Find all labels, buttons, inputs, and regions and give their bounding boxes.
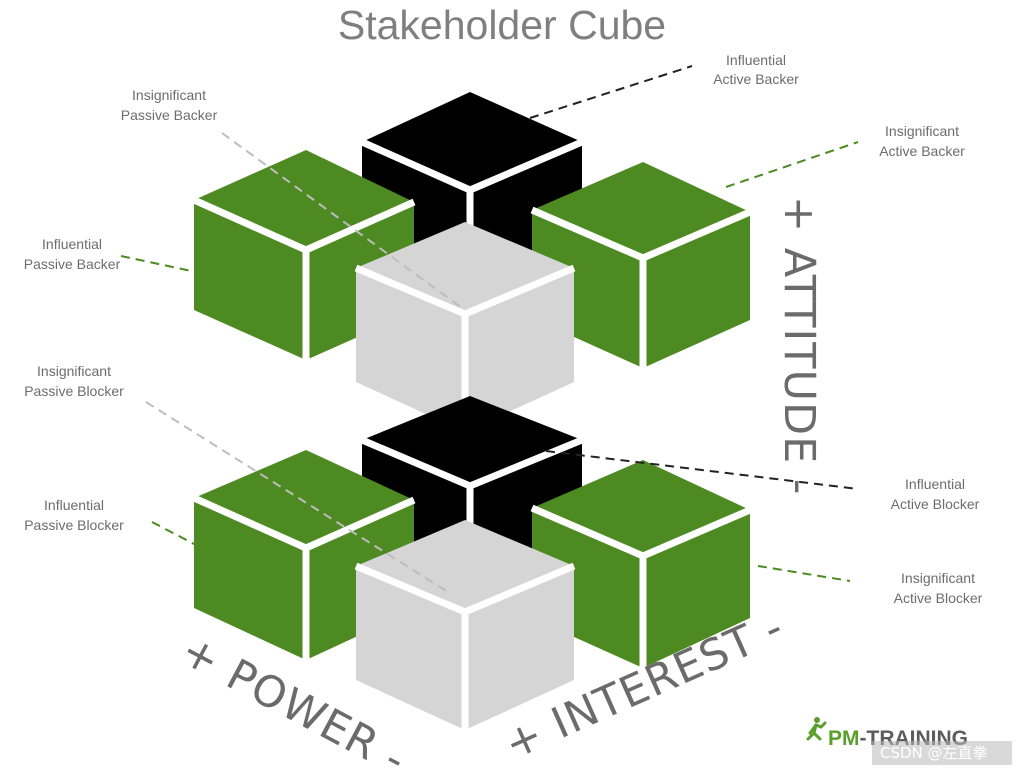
cube-insignificant-passive-blocker	[354, 520, 576, 730]
label-influential-passive-blocker-line2: Passive Blocker	[24, 517, 124, 533]
cube-insignificant-active-backer	[530, 162, 752, 368]
label-insignificant-passive-backer-line2: Passive Backer	[121, 107, 218, 123]
label-influential-active-blocker-line2: Active Blocker	[891, 496, 980, 512]
label-insignificant-passive-blocker-line1: Insignificant	[37, 363, 111, 379]
label-influential-passive-backer-line1: Influential	[42, 236, 102, 252]
watermark: CSDN @左直拳	[880, 744, 988, 762]
label-influential-passive-blocker-line1: Influential	[44, 497, 104, 513]
leader-influential-active-backer	[529, 65, 693, 119]
cube-insignificant-passive-backer	[354, 222, 576, 432]
label-insignificant-active-backer-line1: Insignificant	[885, 123, 959, 139]
label-insignificant-active-backer-line2: Active Backer	[879, 143, 965, 159]
label-insignificant-active-blocker-line2: Active Blocker	[894, 590, 983, 606]
leader-influential-active-blocker	[545, 450, 859, 490]
label-influential-passive-backer-line2: Passive Backer	[24, 256, 121, 272]
label-insignificant-active-blocker-line1: Insignificant	[901, 570, 975, 586]
leader-influential-passive-backer	[120, 255, 197, 273]
page-title: Stakeholder Cube	[338, 2, 666, 48]
leader-insignificant-active-blocker	[757, 565, 851, 582]
runner-icon	[806, 717, 827, 741]
label-insignificant-passive-blocker-line2: Passive Blocker	[24, 383, 124, 399]
leader-insignificant-active-backer	[725, 141, 859, 188]
label-influential-active-backer-line2: Active Backer	[713, 71, 799, 87]
label-influential-active-blocker-line1: Influential	[905, 476, 965, 492]
leader-influential-passive-blocker	[151, 521, 197, 546]
leader-insignificant-passive-backer	[221, 132, 463, 309]
label-insignificant-passive-backer-line1: Insignificant	[132, 87, 206, 103]
label-influential-active-backer-line1: Influential	[726, 52, 786, 68]
axis-attitude: + ATTITUDE -	[774, 196, 824, 495]
watermark-backdrop	[872, 741, 1012, 765]
